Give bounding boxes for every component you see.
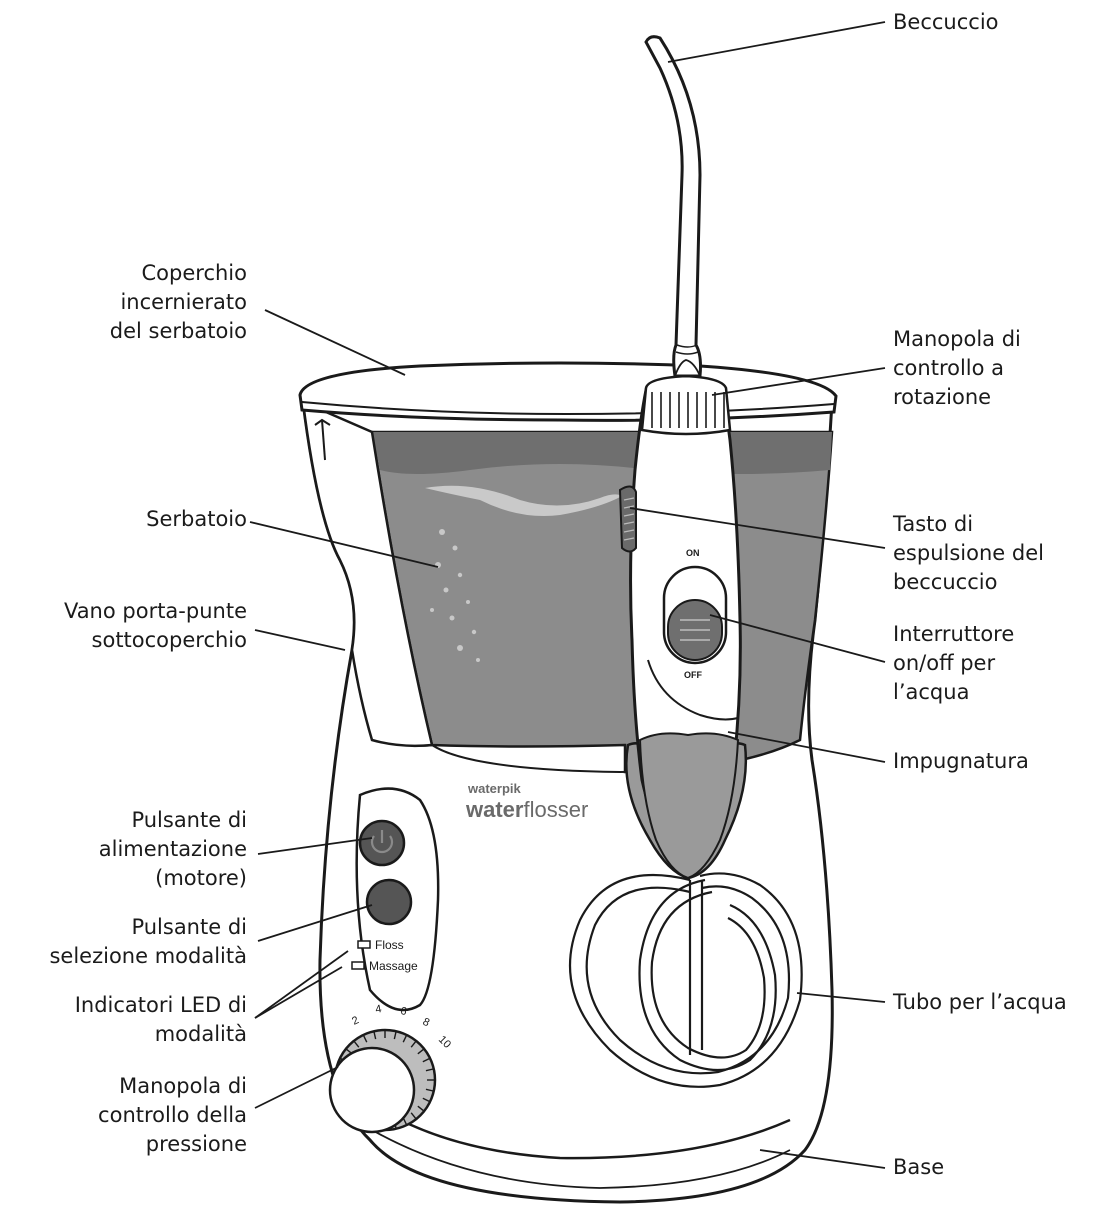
label-base: Base: [893, 1153, 944, 1182]
label-vano: Vano porta-punte sottocoperchio: [64, 597, 247, 655]
svg-text:4: 4: [374, 1003, 382, 1016]
rotation-knob[interactable]: [640, 374, 732, 436]
label-serbatoio: Serbatoio: [146, 505, 247, 534]
label-interruttore: Interruttore on/off per l’acqua: [893, 620, 1014, 707]
switch-on-text: ON: [686, 548, 700, 558]
label-line: modalità: [154, 1022, 247, 1046]
label-line: Tubo per l’acqua: [893, 990, 1067, 1014]
label-line: espulsione del: [893, 541, 1044, 565]
label-line: selezione modalità: [49, 944, 247, 968]
label-line: Impugnatura: [893, 749, 1029, 773]
led-floss: [357, 940, 371, 949]
label-beccuccio: Beccuccio: [893, 8, 999, 37]
svg-text:6: 6: [399, 1005, 407, 1018]
reservoir-water: [370, 430, 834, 774]
water-hose: [568, 872, 803, 1088]
label-line: controllo della: [98, 1103, 247, 1127]
label-line: (motore): [155, 866, 247, 890]
tip-storage-compartment: [301, 399, 434, 748]
label-line: Pulsante di: [131, 808, 247, 832]
label-manopola-rotazione: Manopola di controllo a rotazione: [893, 325, 1021, 412]
tip-eject-button[interactable]: [618, 485, 637, 553]
label-line: beccuccio: [893, 570, 998, 594]
label-manopola-pressione: Manopola di controllo della pressione: [98, 1072, 247, 1159]
pressure-control-knob[interactable]: [328, 1028, 437, 1134]
label-line: del serbatoio: [109, 319, 247, 343]
svg-text:8: 8: [421, 1016, 432, 1029]
label-line: pressione: [145, 1132, 247, 1156]
label-pulsante-alimentazione: Pulsante di alimentazione (motore): [99, 806, 247, 893]
label-line: Vano porta-punte: [63, 599, 247, 623]
label-line: Base: [893, 1155, 945, 1179]
label-line: Coperchio: [141, 261, 247, 285]
label-pulsante-modalita: Pulsante di selezione modalità: [49, 913, 247, 971]
flosser-tip: [644, 35, 702, 378]
label-line: Interruttore: [893, 622, 1015, 646]
led-massage-text: Massage: [369, 959, 418, 973]
label-tubo: Tubo per l’acqua: [893, 988, 1067, 1017]
label-line: Beccuccio: [893, 10, 999, 34]
label-line: Indicatori LED di: [74, 993, 247, 1017]
label-line: Tasto di: [893, 512, 974, 536]
label-line: Serbatoio: [146, 507, 247, 531]
label-line: Manopola di: [119, 1074, 247, 1098]
mode-button[interactable]: [365, 878, 413, 926]
label-line: on/off per: [893, 651, 996, 675]
reservoir-lid: [298, 361, 838, 422]
label-line: l’acqua: [893, 680, 970, 704]
brand-logo: waterflosser: [465, 797, 588, 822]
led-floss-text: Floss: [375, 938, 404, 952]
label-coperchio: Coperchio incernierato del serbatoio: [110, 259, 247, 346]
label-line: incernierato: [120, 290, 247, 314]
label-impugnatura: Impugnatura: [893, 747, 1029, 776]
label-line: controllo a: [893, 356, 1005, 380]
leader-lines: [249, 21, 886, 1169]
switch-off-text: OFF: [684, 670, 702, 680]
led-massage: [351, 961, 365, 970]
svg-text:2: 2: [350, 1014, 361, 1027]
label-line: sottocoperchio: [91, 628, 247, 652]
label-indicatori-led: Indicatori LED di modalità: [75, 991, 247, 1049]
brand-small: waterpik: [467, 781, 522, 796]
label-line: rotazione: [893, 385, 992, 409]
label-line: Pulsante di: [131, 915, 247, 939]
label-line: alimentazione: [98, 837, 247, 861]
label-line: Manopola di: [893, 327, 1021, 351]
label-tasto-espulsione: Tasto di espulsione del beccuccio: [893, 510, 1044, 597]
water-bubbles: [430, 529, 480, 662]
